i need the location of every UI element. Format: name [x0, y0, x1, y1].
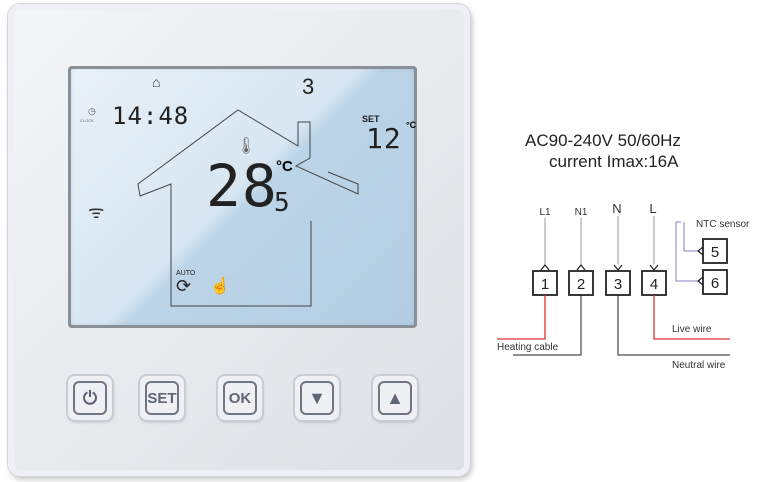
house-outline-icon: [137, 109, 359, 307]
terminal-label: 1: [541, 276, 549, 293]
terminal-label: 5: [711, 244, 719, 261]
triangle-down-icon: ▼: [308, 387, 326, 408]
terminal-5: [702, 238, 728, 264]
lcd-display: ⌂ 3 ◷ CLOCK 14:48 SET 12 °C 🌡 28 5 °C ᯤ …: [68, 66, 417, 328]
mode-label: AUTO: [176, 270, 196, 277]
thermostat-panel: ⌂ 3 ◷ CLOCK 14:48 SET 12 °C 🌡 28 5 °C ᯤ …: [8, 4, 470, 476]
wifi-icon: ᯤ: [88, 202, 105, 222]
terminal-label: 3: [614, 276, 622, 293]
clock-icon: ◷: [88, 106, 96, 116]
live-wire-label: Live wire: [672, 324, 712, 335]
neutral-wire-label: Neutral wire: [672, 360, 726, 371]
room-temperature-decimal: 5: [274, 188, 291, 218]
manual-hand-icon: ☝: [210, 278, 230, 295]
label-n1: N1: [575, 207, 588, 218]
clock-label: CLOCK: [80, 118, 94, 123]
power-button[interactable]: ⏻: [68, 376, 112, 420]
clock-time: 14:48: [112, 102, 190, 130]
wiring-title: AC90-240V 50/60Hz current Imax:16A: [525, 130, 681, 172]
thermometer-icon: 🌡: [236, 138, 257, 155]
terminal-2: [568, 270, 594, 296]
power-spec: AC90-240V 50/60Hz: [525, 131, 681, 150]
terminal-label: 2: [577, 276, 585, 293]
up-button[interactable]: ▲: [373, 376, 417, 420]
set-unit: °C: [406, 120, 417, 130]
power-icon: ⏻: [82, 387, 98, 408]
room-temperature-unit: °C: [276, 158, 293, 175]
ntc-sensor-label: NTC sensor: [696, 219, 750, 230]
set-label: SET: [362, 114, 380, 124]
terminal-6: [702, 269, 728, 295]
auto-cycle-icon: ⟳: [176, 276, 192, 296]
label-n: N: [612, 201, 621, 216]
room-temperature: 28: [206, 152, 278, 220]
set-button[interactable]: SET: [140, 376, 184, 420]
home-sun-icon: ⌂: [152, 74, 161, 90]
triangle-up-icon: ▲: [386, 387, 404, 408]
terminal-label: 4: [650, 276, 658, 293]
terminal-label: 6: [711, 275, 719, 292]
program-period: 3: [302, 74, 316, 99]
set-temperature: 12: [366, 122, 402, 155]
heating-cable-label: Heating cable: [497, 342, 559, 353]
down-button[interactable]: ▼: [295, 376, 339, 420]
current-spec: current Imax:16A: [549, 152, 679, 171]
terminal-4: [641, 270, 667, 296]
label-l: L: [649, 201, 656, 216]
ok-button[interactable]: OK: [218, 376, 262, 420]
label-l1: L1: [539, 207, 551, 218]
